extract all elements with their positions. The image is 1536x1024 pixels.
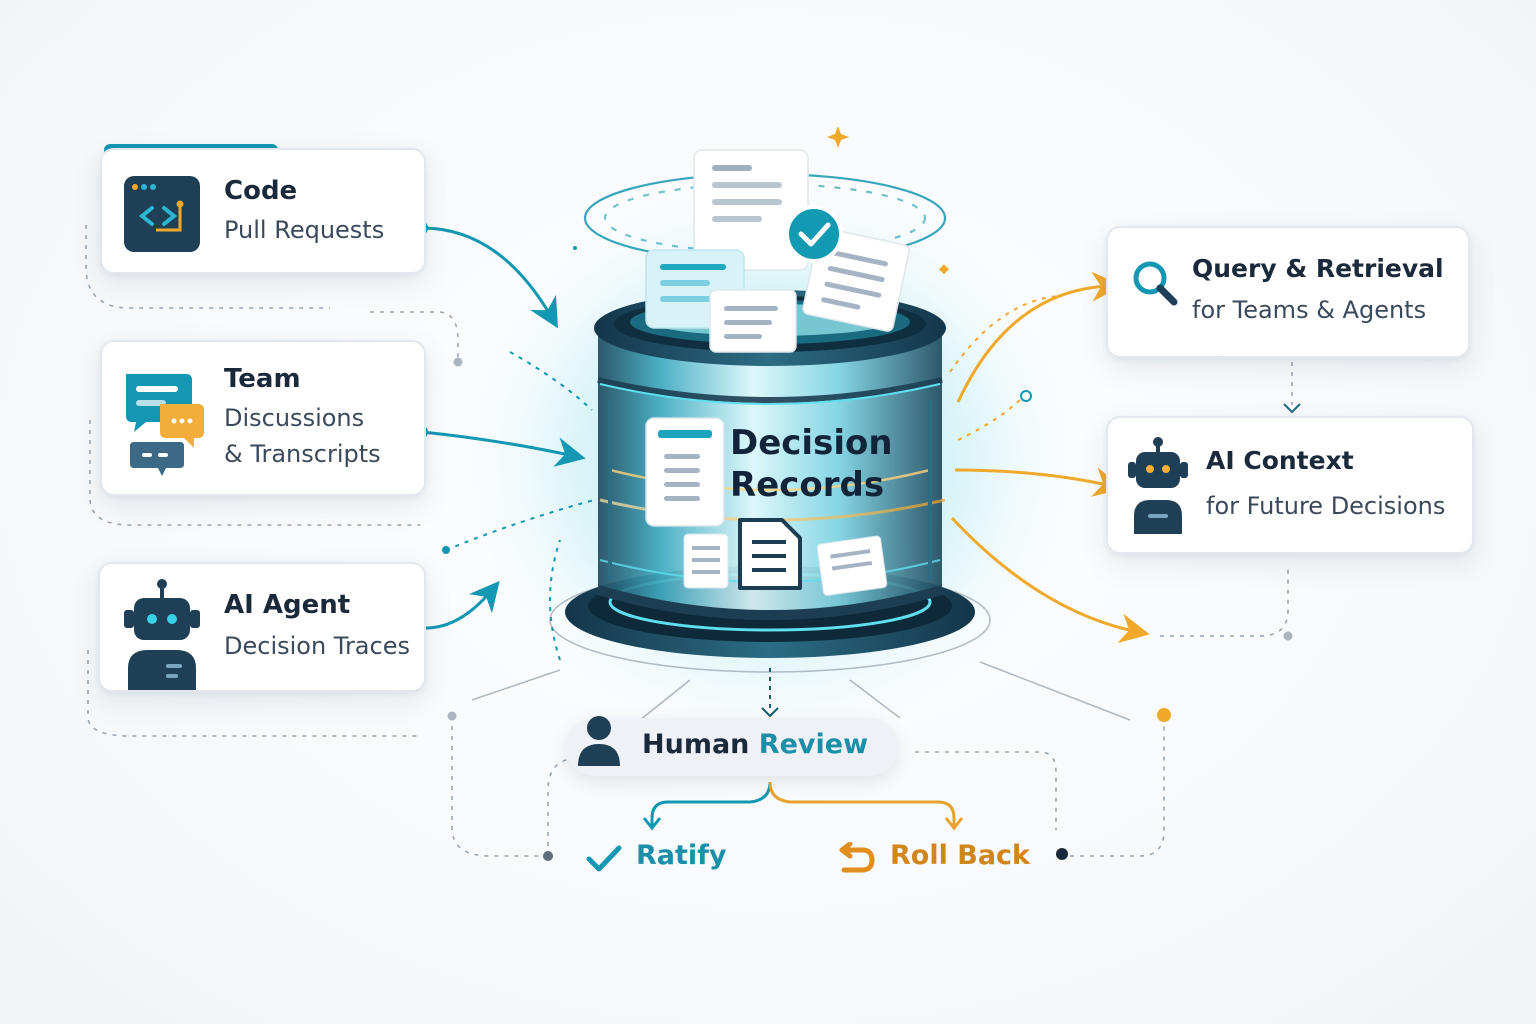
source-title: Code xyxy=(224,176,298,206)
source-card-code[interactable]: Code Pull Requests xyxy=(100,148,426,274)
source-card-team[interactable]: Team Discussions & Transcripts xyxy=(100,340,426,496)
human-review-label: Human Review xyxy=(642,729,868,760)
source-subtitle: Decision Traces xyxy=(224,632,410,660)
code-icon xyxy=(124,176,200,252)
chat-bubbles-icon xyxy=(126,374,204,476)
search-icon xyxy=(1133,261,1178,306)
robot-icon xyxy=(124,579,200,690)
output-title: AI Context xyxy=(1206,446,1354,475)
source-subtitle-line2: & Transcripts xyxy=(224,440,381,468)
rollback-arrow xyxy=(768,781,956,826)
source-subtitle-line1: Discussions xyxy=(224,404,365,432)
undo-icon xyxy=(839,842,875,873)
center-title: Decision Records xyxy=(730,422,893,506)
source-title: Team xyxy=(224,364,301,394)
output-title: Query & Retrieval xyxy=(1192,254,1444,283)
output-card-ai-context[interactable]: AI Context for Future Decisions xyxy=(1106,416,1474,554)
center-title-line1: Decision xyxy=(730,423,893,463)
check-icon xyxy=(586,845,622,872)
review-label-part1: Human xyxy=(642,729,759,760)
sparkle-icon xyxy=(827,126,849,148)
check-badge-icon xyxy=(785,205,843,263)
person-icon xyxy=(578,716,620,766)
output-subtitle: for Teams & Agents xyxy=(1192,296,1427,324)
query-down-arrow xyxy=(1283,403,1301,414)
output-arrows xyxy=(950,271,1150,644)
ratify-arrow xyxy=(650,781,772,826)
source-card-ai-agent[interactable]: AI Agent Decision Traces xyxy=(98,562,426,692)
robot-icon xyxy=(1128,437,1188,534)
input-arrows xyxy=(421,226,586,630)
output-subtitle: for Future Decisions xyxy=(1206,492,1446,520)
cylinder-inner-docs xyxy=(645,417,888,596)
rollback-label[interactable]: Roll Back xyxy=(890,840,1031,871)
center-title-line2: Records xyxy=(730,465,885,505)
source-subtitle: Pull Requests xyxy=(224,216,385,244)
source-title: AI Agent xyxy=(224,590,351,620)
output-card-query[interactable]: Query & Retrieval for Teams & Agents xyxy=(1106,226,1470,358)
human-review-pill[interactable] xyxy=(566,718,898,776)
floating-documents xyxy=(573,126,949,353)
review-label-part2: Review xyxy=(758,729,869,760)
ratify-label[interactable]: Ratify xyxy=(636,840,727,871)
